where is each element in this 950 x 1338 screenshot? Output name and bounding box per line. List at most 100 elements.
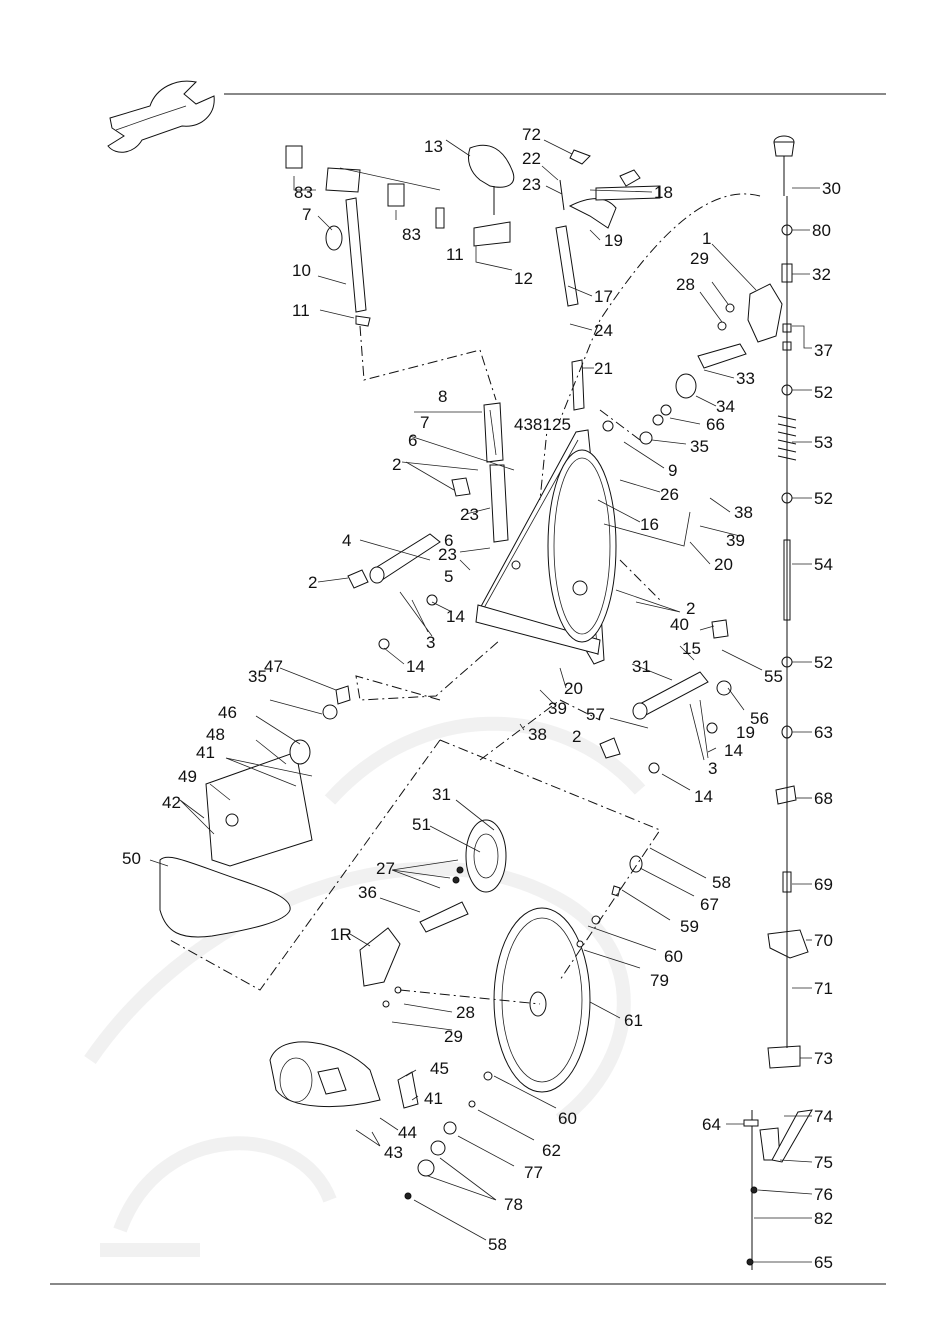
- label-74: 74: [814, 1107, 833, 1126]
- label-68: 68: [814, 789, 833, 808]
- drivetrain: [269, 819, 643, 1200]
- label-35b: 35: [248, 667, 267, 686]
- label-41a: 41: [196, 743, 215, 762]
- label-52b: 52: [814, 489, 833, 508]
- label-41b: 41: [424, 1089, 443, 1108]
- label-64: 64: [702, 1115, 721, 1134]
- label-65: 65: [814, 1253, 833, 1272]
- label-1: 1: [702, 229, 711, 248]
- label-60b: 60: [558, 1109, 577, 1128]
- label-21: 21: [594, 359, 613, 378]
- label-2c: 2: [686, 599, 695, 618]
- label-79: 79: [650, 971, 669, 990]
- label-30: 30: [822, 179, 841, 198]
- label-5: 5: [444, 567, 453, 586]
- pedal-assembly: [285, 145, 445, 327]
- label-31b: 31: [432, 785, 451, 804]
- label-39b: 39: [548, 699, 567, 718]
- label-26: 26: [660, 485, 679, 504]
- label-38b: 38: [528, 725, 547, 744]
- label-78: 78: [504, 1195, 523, 1214]
- label-52a: 52: [814, 383, 833, 402]
- label-75: 75: [814, 1153, 833, 1172]
- label-6a: 6: [408, 431, 417, 450]
- label-38a: 38: [734, 503, 753, 522]
- label-11b: 11: [292, 301, 310, 320]
- label-42: 42: [162, 793, 181, 812]
- label-22: 22: [522, 149, 541, 168]
- label-34: 34: [716, 397, 735, 416]
- label-29a: 29: [690, 249, 709, 268]
- label-28a: 28: [676, 275, 695, 294]
- label-49: 49: [178, 767, 197, 786]
- label-35a: 35: [690, 437, 709, 456]
- label-13: 13: [424, 137, 443, 156]
- label-37: 37: [814, 341, 833, 360]
- label-3a: 3: [426, 633, 435, 652]
- label-18: 18: [654, 183, 673, 202]
- label-14a: 14: [446, 607, 465, 626]
- label-3b: 3: [708, 759, 717, 778]
- label-25: 25: [552, 415, 571, 434]
- label-76: 76: [814, 1185, 833, 1204]
- right-crank-assembly: [602, 283, 783, 696]
- label-29b: 29: [444, 1027, 463, 1046]
- label-56: 56: [750, 709, 769, 728]
- label-43: 43: [384, 1143, 403, 1162]
- front-stabilizer: [347, 477, 471, 650]
- label-27: 27: [376, 859, 395, 878]
- label-10: 10: [292, 261, 311, 280]
- label-8: 8: [438, 387, 447, 406]
- label-48: 48: [206, 725, 225, 744]
- label-23a: 23: [522, 175, 541, 194]
- label-19b: 19: [736, 723, 755, 742]
- label-31a: 31: [632, 657, 651, 676]
- label-28b: 28: [456, 1003, 475, 1022]
- assembly-lines: [169, 193, 761, 1005]
- rear-stabilizer: [599, 619, 729, 774]
- label-2a: 2: [392, 455, 401, 474]
- label-11a: 11: [446, 245, 464, 264]
- label-7b: 7: [420, 413, 429, 432]
- label-61: 61: [624, 1011, 643, 1030]
- seat-assembly: [467, 144, 515, 543]
- label-40: 40: [670, 615, 689, 634]
- label-9: 9: [668, 461, 677, 480]
- label-19a: 19: [604, 231, 623, 250]
- label-6b: 6: [444, 531, 453, 550]
- label-46: 46: [218, 703, 237, 722]
- watermark: [84, 716, 646, 1257]
- chain-guard: [159, 685, 351, 938]
- label-69: 69: [814, 875, 833, 894]
- label-50: 50: [122, 849, 141, 868]
- label-70: 70: [814, 931, 833, 950]
- label-39a: 39: [726, 531, 745, 550]
- label-63: 63: [814, 723, 833, 742]
- label-23b: 23: [460, 505, 479, 524]
- resistance-column: [767, 135, 809, 1069]
- label-44: 44: [398, 1123, 417, 1142]
- label-32: 32: [812, 265, 831, 284]
- label-82: 82: [814, 1209, 833, 1228]
- label-2b: 2: [308, 573, 317, 592]
- label-83b: 83: [402, 225, 421, 244]
- label-23c: 23: [438, 545, 457, 564]
- label-51: 51: [412, 815, 431, 834]
- label-66: 66: [706, 415, 725, 434]
- label-36: 36: [358, 883, 377, 902]
- label-77: 77: [524, 1163, 543, 1182]
- label-45: 45: [430, 1059, 449, 1078]
- label-20b: 20: [564, 679, 583, 698]
- label-80: 80: [812, 221, 831, 240]
- label-59: 59: [680, 917, 699, 936]
- leader-lines: [149, 139, 820, 1263]
- label-17: 17: [594, 287, 613, 306]
- label-15: 15: [682, 639, 701, 658]
- label-83a: 83: [294, 183, 313, 202]
- label-73: 73: [814, 1049, 833, 1068]
- label-1R: 1R: [330, 925, 352, 944]
- label-71: 71: [814, 979, 833, 998]
- label-12: 12: [514, 269, 533, 288]
- label-62: 62: [542, 1141, 561, 1160]
